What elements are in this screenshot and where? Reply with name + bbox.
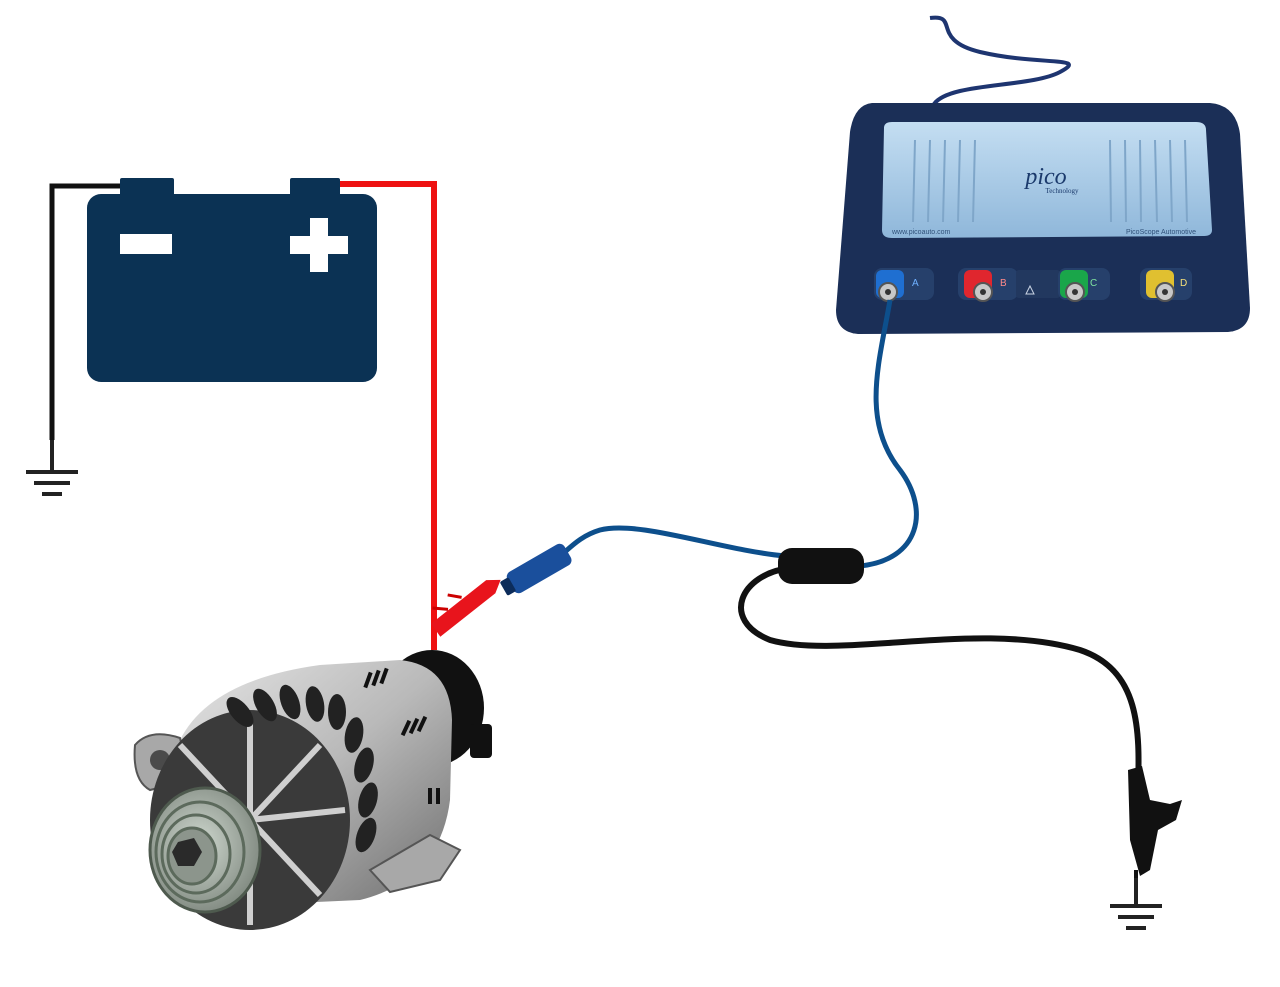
channel-d-label: D bbox=[1180, 278, 1187, 289]
crocodile-clip-icon bbox=[431, 579, 501, 637]
ground-symbol-icon bbox=[26, 438, 78, 496]
channel-c-label: C bbox=[1090, 278, 1097, 289]
pulley-nut bbox=[172, 838, 202, 866]
channel-d-socket: D bbox=[1140, 268, 1192, 302]
channel-c-socket: C bbox=[1058, 268, 1110, 302]
negative-lead bbox=[49, 183, 130, 440]
battery-minus-icon bbox=[120, 234, 172, 254]
usb-cable bbox=[929, 15, 1071, 106]
scope-model: PicoScope Automotive bbox=[1126, 229, 1196, 236]
channel-a-label: A bbox=[912, 278, 919, 289]
channel-a-socket: A bbox=[874, 268, 934, 302]
scope-brand-sub: Technology bbox=[1046, 187, 1079, 195]
probe-lead bbox=[859, 299, 919, 569]
scope-url: www.picoauto.com bbox=[891, 229, 951, 236]
positive-lead bbox=[330, 181, 437, 650]
probe-lead-tip bbox=[558, 525, 786, 559]
probe-ground-lead bbox=[738, 565, 1142, 791]
alternator-icon bbox=[133, 650, 492, 930]
probe-tip bbox=[500, 543, 572, 596]
channel-b-socket: B bbox=[958, 268, 1018, 302]
battery-plus-icon bbox=[290, 218, 348, 272]
ground-symbol-icon bbox=[1110, 878, 1162, 930]
probe-splitter bbox=[778, 548, 864, 584]
scope-grille bbox=[912, 139, 1188, 223]
battery-icon bbox=[87, 178, 377, 382]
channel-b-label: B bbox=[1000, 278, 1007, 289]
oscilloscope-icon: pico Technology www.picoauto.com PicoSco… bbox=[836, 103, 1250, 334]
warning-plate bbox=[1016, 270, 1060, 298]
scope-brand: pico bbox=[1023, 164, 1066, 190]
